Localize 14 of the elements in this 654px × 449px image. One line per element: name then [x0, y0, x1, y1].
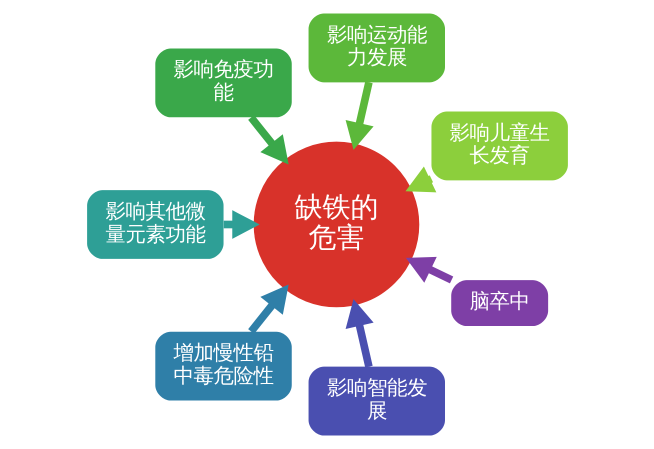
node-box: 增加慢性铅中毒危险性 — [154, 332, 292, 401]
node-box: 影响儿童生长发育 — [430, 111, 568, 180]
arrow — [345, 82, 374, 150]
node-box: 影响智能发展 — [308, 366, 444, 436]
arrow — [223, 210, 260, 239]
node-box: 影响其他微量元素功能 — [86, 190, 224, 259]
arrow — [405, 256, 453, 284]
node-box: 影响免疫功能 — [154, 48, 292, 118]
node-box: 脑卒中 — [450, 280, 548, 326]
arrow — [404, 166, 436, 192]
arrow — [248, 284, 288, 334]
arrow — [345, 299, 374, 368]
arrow — [248, 115, 288, 165]
node-box: 影响运动能力发展 — [308, 13, 444, 82]
